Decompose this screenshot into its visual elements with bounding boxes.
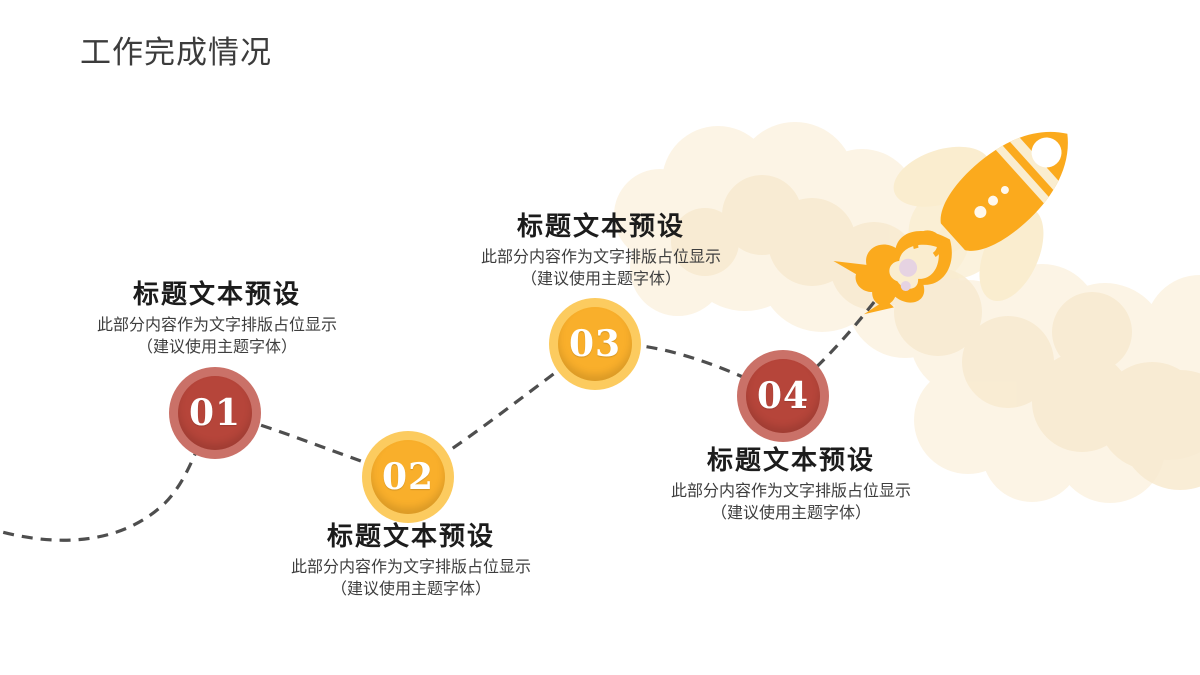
step-number-01: 01 [188, 392, 242, 434]
step-desc1-03: 此部分内容作为文字排版占位显示 [480, 248, 722, 266]
step-desc2-04: （建议使用主题字体） [710, 504, 872, 522]
step-desc1-01: 此部分内容作为文字排版占位显示 [96, 316, 338, 334]
dashed-route-path [0, 271, 899, 542]
rocket-dot [974, 206, 987, 219]
step-number-04: 04 [756, 375, 810, 417]
step-text-04: 标题文本预设 此部分内容作为文字排版占位显示 （建议使用主题字体） [671, 447, 911, 525]
step-title-03: 标题文本预设 [516, 212, 686, 242]
step-number-02: 02 [381, 456, 435, 498]
rocket-dot [988, 195, 999, 206]
step-desc1-02: 此部分内容作为文字排版占位显示 [290, 558, 532, 576]
step-text-02: 标题文本预设 此部分内容作为文字排版占位显示 （建议使用主题字体） [291, 523, 531, 601]
step-circle-02: 02 [362, 431, 454, 523]
step-circle-04: 04 [737, 350, 829, 442]
step-circle-01: 01 [169, 367, 261, 459]
step-text-01: 标题文本预设 此部分内容作为文字排版占位显示 （建议使用主题字体） [97, 281, 337, 359]
rocket-dot [1000, 185, 1009, 194]
step-circle-04-inner [746, 359, 820, 433]
step-text-03: 标题文本预设 此部分内容作为文字排版占位显示 （建议使用主题字体） [481, 213, 721, 291]
step-number-03: 03 [568, 323, 622, 365]
step-desc2-01: （建议使用主题字体） [136, 338, 298, 356]
step-circle-03-inner [558, 307, 632, 381]
step-desc2-02: （建议使用主题字体） [330, 580, 492, 598]
step-desc1-04: 此部分内容作为文字排版占位显示 [670, 482, 912, 500]
step-desc2-03: （建议使用主题字体） [520, 270, 682, 288]
step-title-01: 标题文本预设 [132, 280, 302, 310]
rocket-stripe [991, 140, 1054, 208]
rocket-icon [833, 127, 1068, 315]
step-circle-03: 03 [549, 298, 641, 390]
step-circle-01-inner [178, 376, 252, 450]
page-title: 工作完成情况 [80, 35, 272, 70]
step-title-02: 标题文本预设 [326, 522, 496, 552]
step-title-04: 标题文本预设 [706, 446, 876, 476]
rocket-window [1031, 137, 1062, 168]
step-circle-02-inner [371, 440, 445, 514]
flame-icon [833, 230, 952, 315]
